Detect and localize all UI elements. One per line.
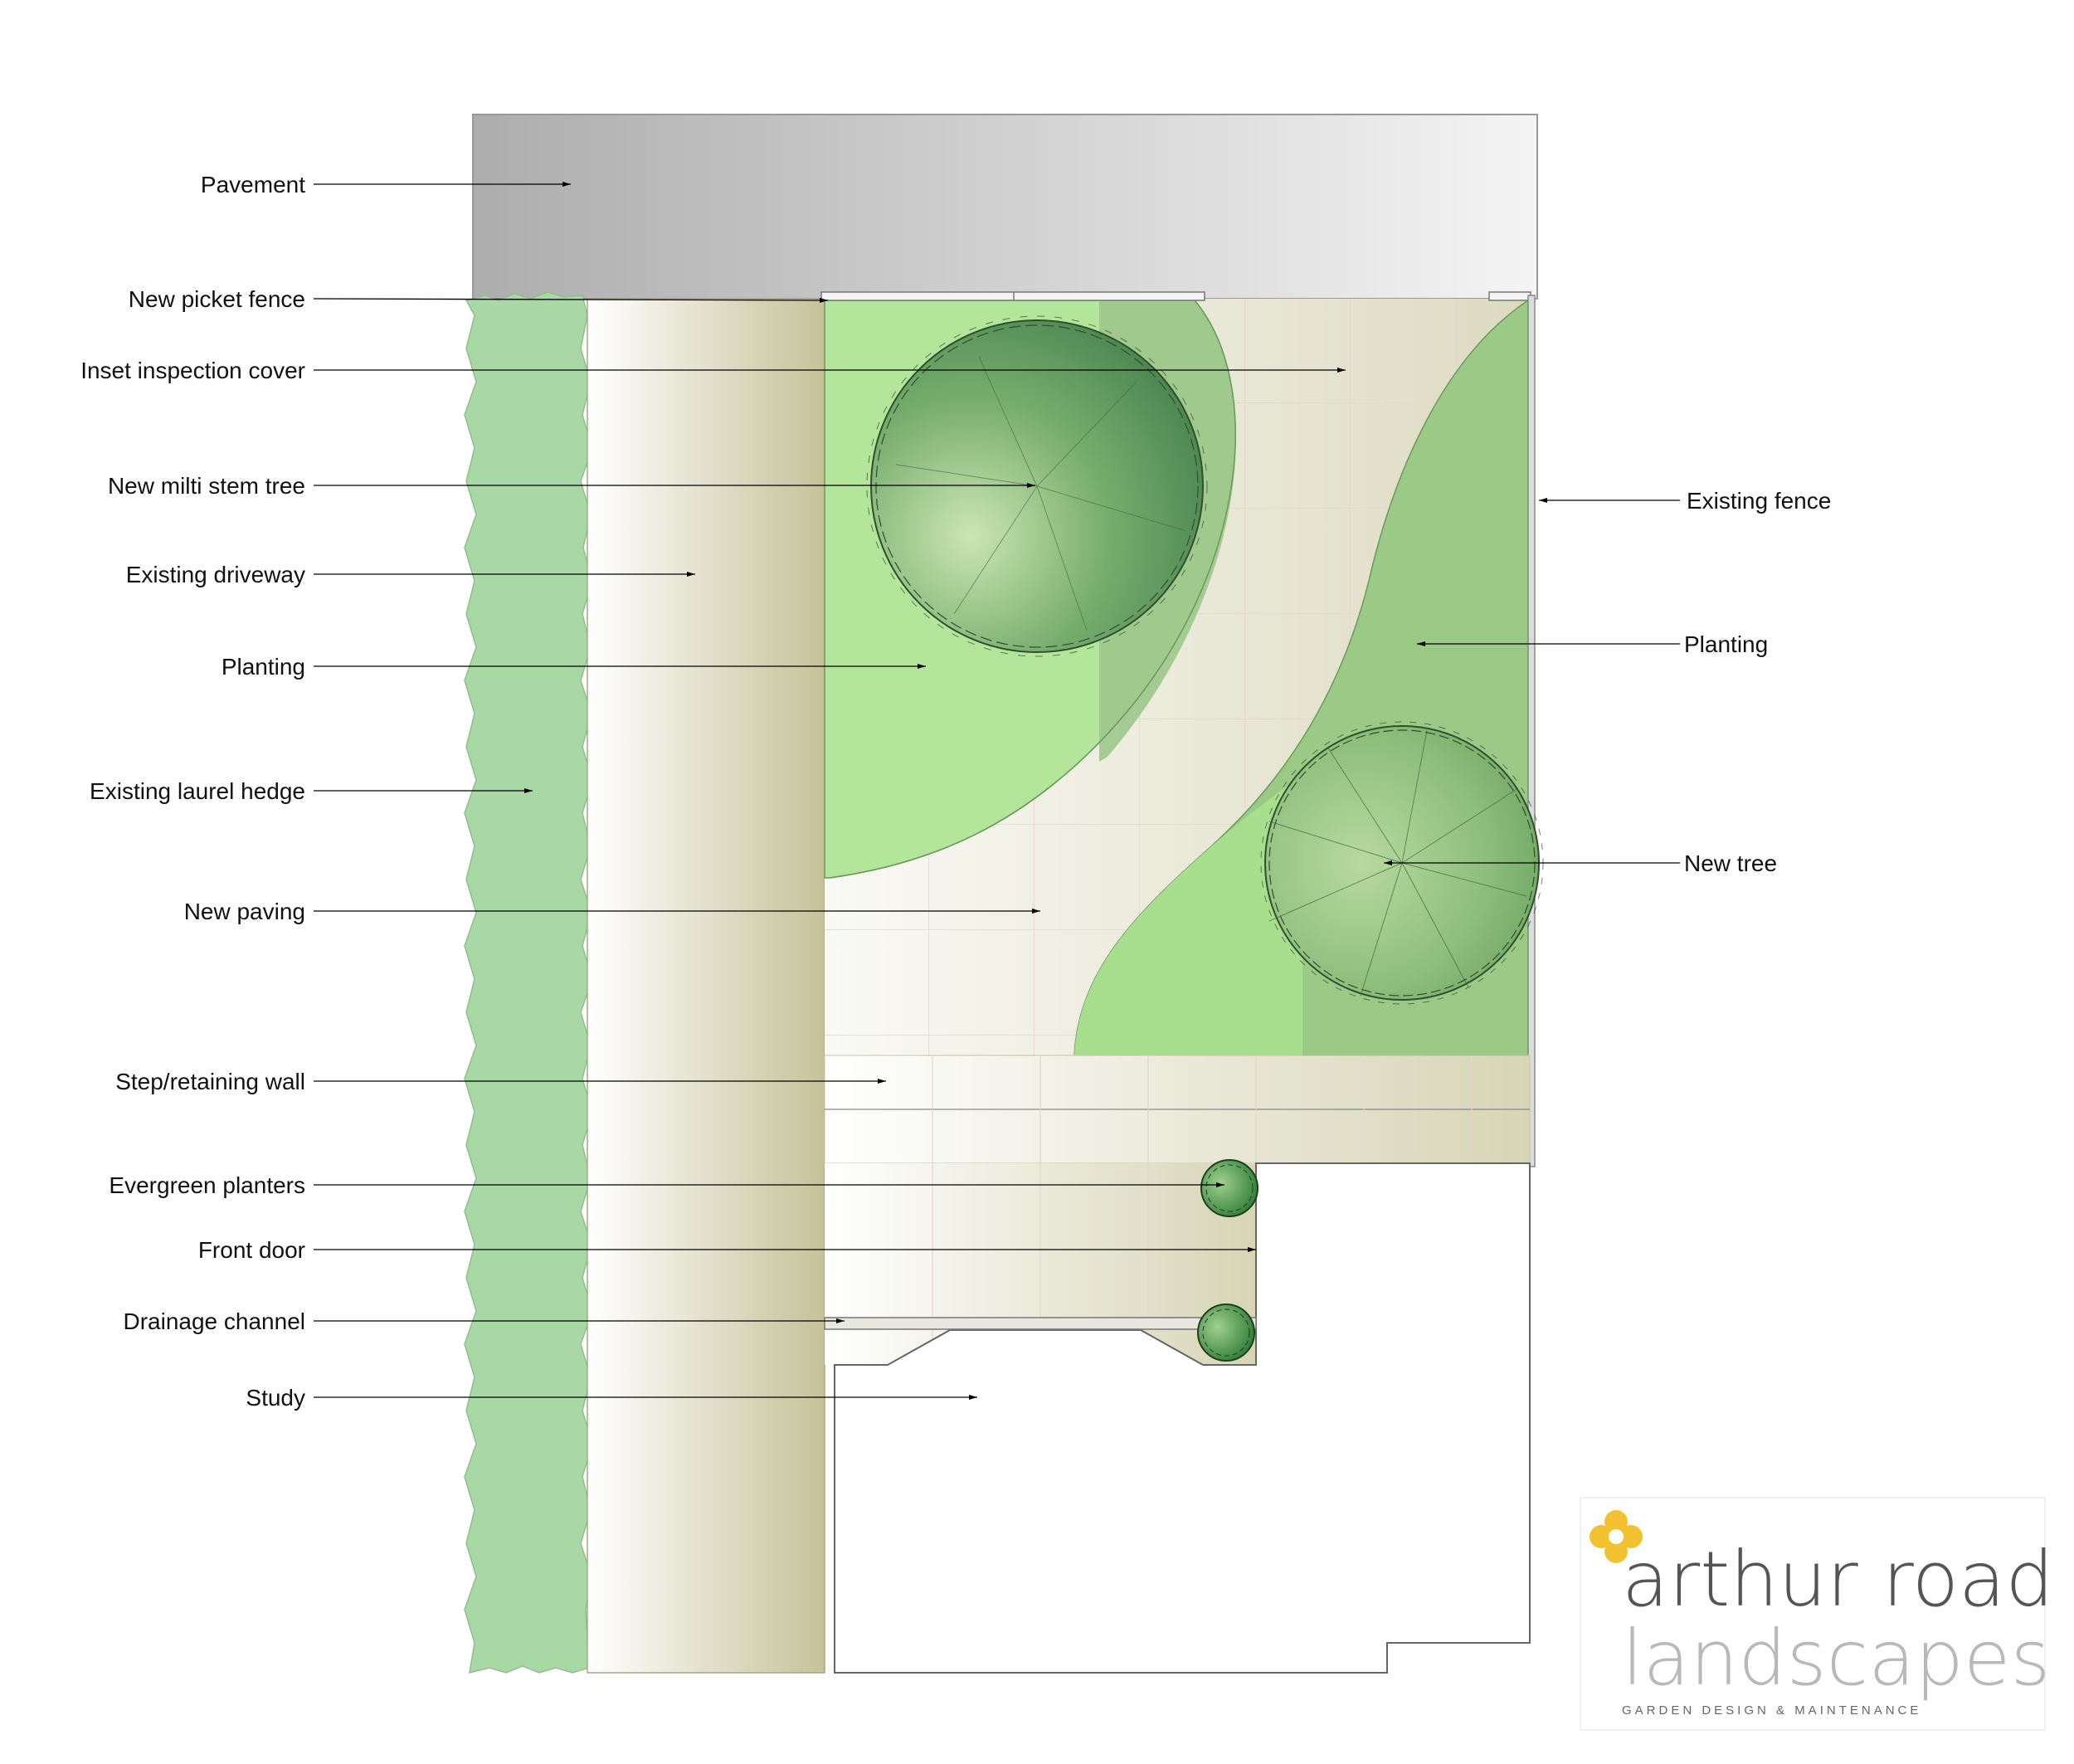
existing-driveway (587, 298, 825, 1674)
callout-label-new-tree: New tree (1684, 850, 1777, 876)
logo-line-2: landscapes (1622, 1614, 2050, 1703)
callout-label-evergreen-planters: Evergreen planters (109, 1172, 305, 1198)
flower-icon (1590, 1510, 1643, 1563)
right-callouts (1384, 498, 1680, 865)
callout-label-front-door: Front door (198, 1237, 305, 1263)
callout-label-laurel-hedge: Existing laurel hedge (90, 778, 305, 804)
house-outline (834, 1162, 1531, 1674)
callout-label-study: Study (246, 1385, 305, 1411)
step-retaining-wall (824, 1055, 1531, 1365)
left-callouts (313, 182, 1346, 1400)
leader-picket-fence (313, 297, 829, 303)
callout-label-existing-fence: Existing fence (1687, 488, 1831, 514)
drainage-channel (824, 1317, 1257, 1330)
callout-label-step-wall: Step/retaining wall (115, 1069, 305, 1094)
callout-label-picket-fence: New picket fence (129, 286, 305, 312)
laurel-hedge (464, 291, 593, 1674)
callout-label-pavement: Pavement (201, 172, 305, 197)
callout-label-new-paving: New paving (184, 899, 305, 924)
logo-line-1: arthur road (1622, 1535, 2054, 1624)
callout-label-drainage-channel: Drainage channel (124, 1308, 306, 1334)
callout-label-inspection-cover: Inset inspection cover (80, 358, 305, 383)
left-callout-labels: Pavement New picket fence Inset inspecti… (80, 172, 305, 1411)
evergreen-planter-2 (1197, 1304, 1255, 1362)
existing-fence (1527, 295, 1536, 1167)
multi-stem-tree (866, 315, 1208, 657)
company-logo: arthur road landscapes GARDEN DESIGN & M… (1580, 1497, 2054, 1731)
callout-label-driveway: Existing driveway (126, 562, 305, 587)
logo-tagline: GARDEN DESIGN & MAINTENANCE (1622, 1703, 1921, 1718)
callout-label-multi-stem-tree: New milti stem tree (108, 473, 305, 499)
right-callout-labels: Existing fence Planting New tree (1684, 488, 1831, 876)
callout-label-planting-right: Planting (1684, 631, 1768, 657)
evergreen-planter-1 (1200, 1159, 1259, 1217)
callout-label-planting-left: Planting (222, 654, 305, 680)
pavement-area (472, 114, 1538, 300)
